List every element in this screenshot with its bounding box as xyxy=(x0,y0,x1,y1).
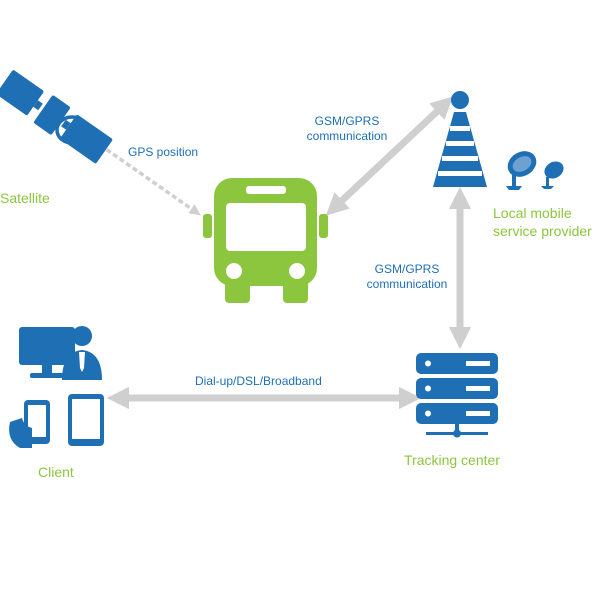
provider-line2: service provider xyxy=(493,223,592,239)
cell-tower-icon xyxy=(433,91,487,187)
provider-line1: Local mobile xyxy=(493,205,572,221)
person-icon xyxy=(62,326,102,380)
gsm-mid-line1: GSM/GPRS xyxy=(374,262,440,276)
desktop-computer-icon xyxy=(19,327,75,378)
gsm-gprs-mid-label: GSM/GPRS communication xyxy=(354,262,460,292)
satellite-dish-icon xyxy=(506,151,564,190)
local-mobile-provider-label: Local mobile service provider xyxy=(493,204,592,240)
tracking-center-label: Tracking center xyxy=(404,452,500,468)
gsm-top-line2: communication xyxy=(306,129,388,143)
tablet-icon xyxy=(68,394,104,446)
bus-icon xyxy=(203,178,328,303)
gsm-top-line1: GSM/GPRS xyxy=(314,114,380,128)
dialup-label: Dial-up/DSL/Broadband xyxy=(195,374,322,388)
gsm-gprs-top-label: GSM/GPRS communication xyxy=(292,114,402,144)
bus-tower-connector xyxy=(325,96,454,216)
server-icon xyxy=(416,353,498,438)
client-label: Client xyxy=(38,464,74,480)
gsm-mid-line2: communication xyxy=(366,277,448,291)
smartphone-icon xyxy=(9,400,50,448)
satellite-label: Satellite xyxy=(0,190,50,206)
gps-connector xyxy=(98,143,201,216)
gps-position-label: GPS position xyxy=(128,145,199,159)
satellite-icon xyxy=(0,70,113,164)
